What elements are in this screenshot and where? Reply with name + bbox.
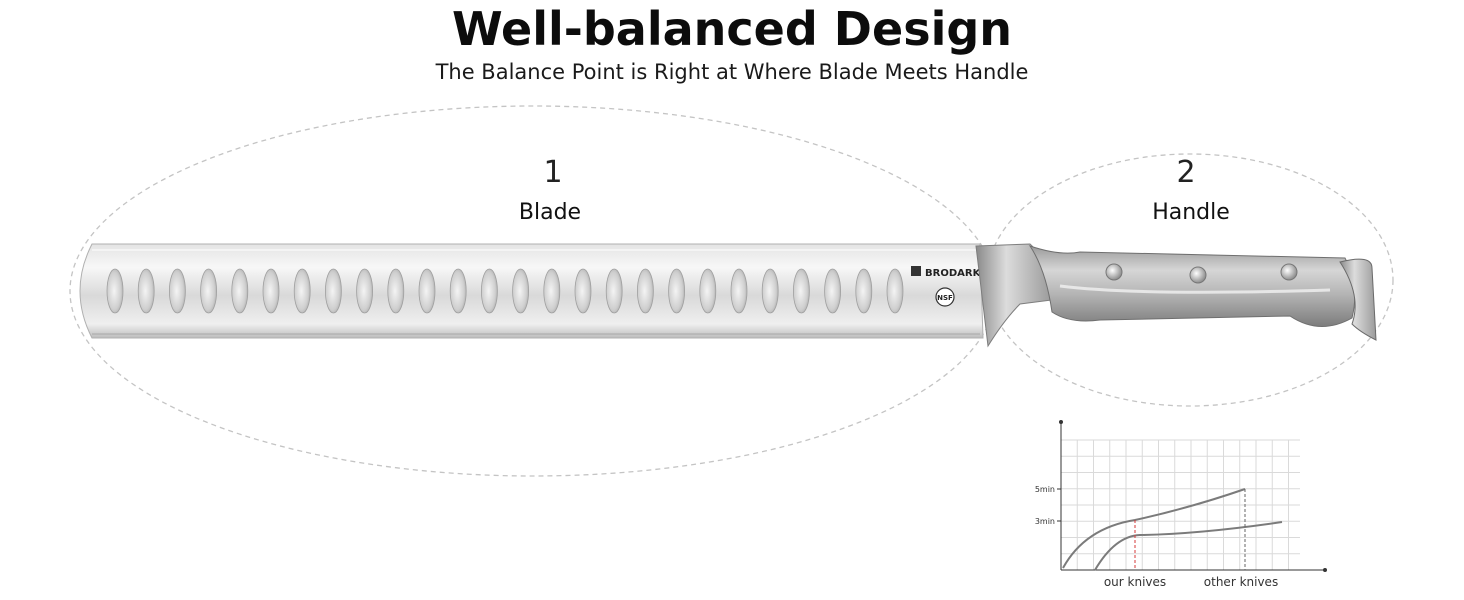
blade-hollow xyxy=(605,268,623,314)
rivet-3 xyxy=(1280,263,1298,281)
blade-hollow xyxy=(293,268,311,314)
blade-hollow xyxy=(106,268,124,314)
blade-hollow xyxy=(855,268,873,314)
chart-grid xyxy=(1061,439,1300,570)
rivet-1 xyxy=(1105,263,1123,281)
blade-hollow xyxy=(137,268,155,314)
page-subtitle: The Balance Point is Right at Where Blad… xyxy=(435,60,1029,84)
y-tick-label: 5min xyxy=(1035,485,1055,494)
blade-hollow xyxy=(699,268,717,314)
nsf-text: NSF xyxy=(937,294,953,302)
blade-hollow xyxy=(730,268,748,314)
x-label: our knives xyxy=(1104,575,1166,589)
y-tick-label: 3min xyxy=(1035,517,1055,526)
blade-hollow xyxy=(793,268,810,314)
blade-hollow xyxy=(168,268,186,314)
page-title: Well-balanced Design xyxy=(451,2,1013,56)
zone-number-blade: 1 xyxy=(543,155,563,190)
blade-hollow xyxy=(387,268,405,314)
blade-hollow xyxy=(262,268,280,314)
blade-hollows xyxy=(106,268,904,314)
brand-name: BRODARK xyxy=(925,268,982,279)
brand-logo: BRODARK xyxy=(911,266,982,279)
blade-hollow xyxy=(761,268,779,314)
blade-hollow xyxy=(824,268,841,314)
blade-hollow xyxy=(574,268,592,314)
zone-label-blade: Blade xyxy=(518,200,582,225)
blade-hollow xyxy=(512,268,529,314)
blade-hollow xyxy=(231,268,249,314)
handle xyxy=(1028,245,1356,327)
blade-hollow xyxy=(449,268,467,314)
x-label: other knives xyxy=(1204,575,1278,589)
blade-hollow xyxy=(886,268,904,314)
blade-hollow xyxy=(668,268,685,314)
blade-hollow xyxy=(543,268,561,314)
blade-hollow xyxy=(200,268,218,314)
nsf-badge: NSF xyxy=(935,287,955,307)
blade-hollow xyxy=(356,268,374,314)
series-line-our-knives xyxy=(1062,488,1246,569)
rivet-2 xyxy=(1189,266,1207,284)
blade-hollow xyxy=(480,268,498,314)
series-line-other-knives xyxy=(1094,521,1283,571)
zone-number-handle: 2 xyxy=(1176,155,1196,190)
blade-hollow xyxy=(324,268,342,314)
blade xyxy=(79,243,984,339)
zone-label-handle: Handle xyxy=(1152,200,1230,225)
blade-hollow xyxy=(418,268,436,314)
balance-chart: 5min 3min our knives other knives xyxy=(1035,420,1327,589)
blade-hollow xyxy=(637,268,654,314)
handle-end-cap xyxy=(1339,258,1377,341)
